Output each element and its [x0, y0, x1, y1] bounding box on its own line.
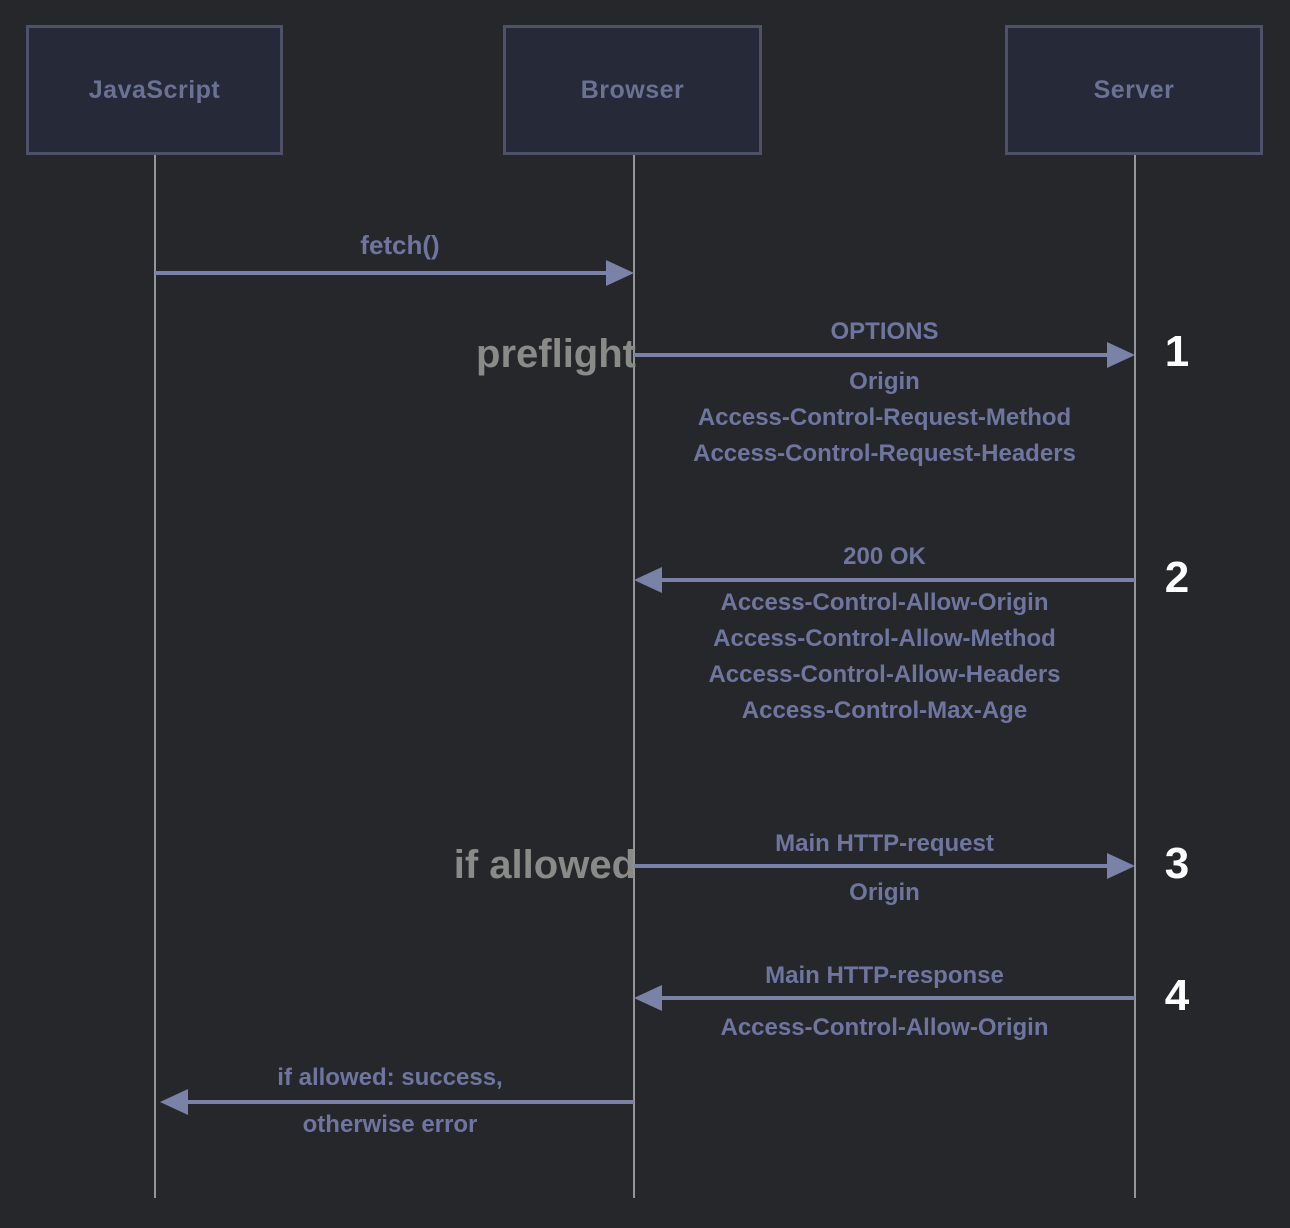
step-number-3: 3	[1164, 839, 1190, 888]
actor-label-javascript: JavaScript	[88, 75, 221, 104]
msg-200ok-headers: Access-Control-Allow-Origin Access-Contr…	[584, 585, 1185, 729]
annotation-preflight: preflight	[476, 332, 636, 376]
msg-request-line	[634, 864, 1109, 868]
actor-box-server: Server	[1005, 25, 1263, 155]
lifeline-server	[1134, 155, 1136, 1198]
msg-result-line	[188, 1100, 634, 1104]
lifeline-browser	[633, 155, 635, 1198]
step-number-2: 2	[1164, 553, 1190, 602]
header-line: Access-Control-Request-Method	[697, 404, 1072, 431]
header-line: Access-Control-Allow-Method	[713, 625, 1056, 652]
header-line: Access-Control-Allow-Origin	[720, 1014, 1049, 1041]
annotation-if-allowed: if allowed	[453, 843, 636, 887]
msg-result-label-above: if allowed: success,	[277, 1064, 503, 1091]
header-line: Access-Control-Allow-Origin	[720, 589, 1049, 616]
header-line: Access-Control-Request-Headers	[693, 440, 1076, 467]
msg-options-headers: Origin Access-Control-Request-Method Acc…	[584, 364, 1185, 472]
header-line: Origin	[849, 368, 920, 395]
msg-request-headers: Origin	[584, 875, 1185, 911]
lifeline-javascript	[154, 155, 156, 1198]
header-line: Origin	[849, 879, 920, 906]
msg-response-line	[662, 996, 1135, 1000]
arrowhead-right-icon	[1107, 853, 1135, 879]
actor-box-browser: Browser	[503, 25, 762, 155]
step-number-4: 4	[1164, 971, 1190, 1020]
msg-fetch-line	[155, 271, 608, 275]
msg-response-headers: Access-Control-Allow-Origin	[584, 1010, 1185, 1046]
actor-box-javascript: JavaScript	[26, 25, 283, 155]
msg-response-label: Main HTTP-response	[765, 962, 1004, 989]
arrowhead-left-icon	[634, 567, 662, 593]
header-line: Access-Control-Max-Age	[741, 697, 1028, 724]
header-line: Access-Control-Allow-Headers	[708, 661, 1061, 688]
msg-request-label: Main HTTP-request	[775, 830, 994, 857]
msg-200ok-line	[662, 578, 1135, 582]
arrowhead-right-icon	[606, 260, 634, 286]
step-number-1: 1	[1164, 327, 1190, 376]
msg-fetch-label: fetch()	[360, 230, 440, 260]
arrowhead-left-icon	[634, 985, 662, 1011]
msg-200ok-label: 200 OK	[843, 543, 926, 570]
actor-label-server: Server	[1093, 75, 1175, 104]
actor-label-browser: Browser	[580, 75, 685, 104]
arrowhead-left-icon	[160, 1089, 188, 1115]
msg-result-label-below: otherwise error	[302, 1111, 478, 1138]
msg-options-line	[634, 353, 1109, 357]
arrowhead-right-icon	[1107, 342, 1135, 368]
msg-options-label: OPTIONS	[830, 318, 939, 345]
